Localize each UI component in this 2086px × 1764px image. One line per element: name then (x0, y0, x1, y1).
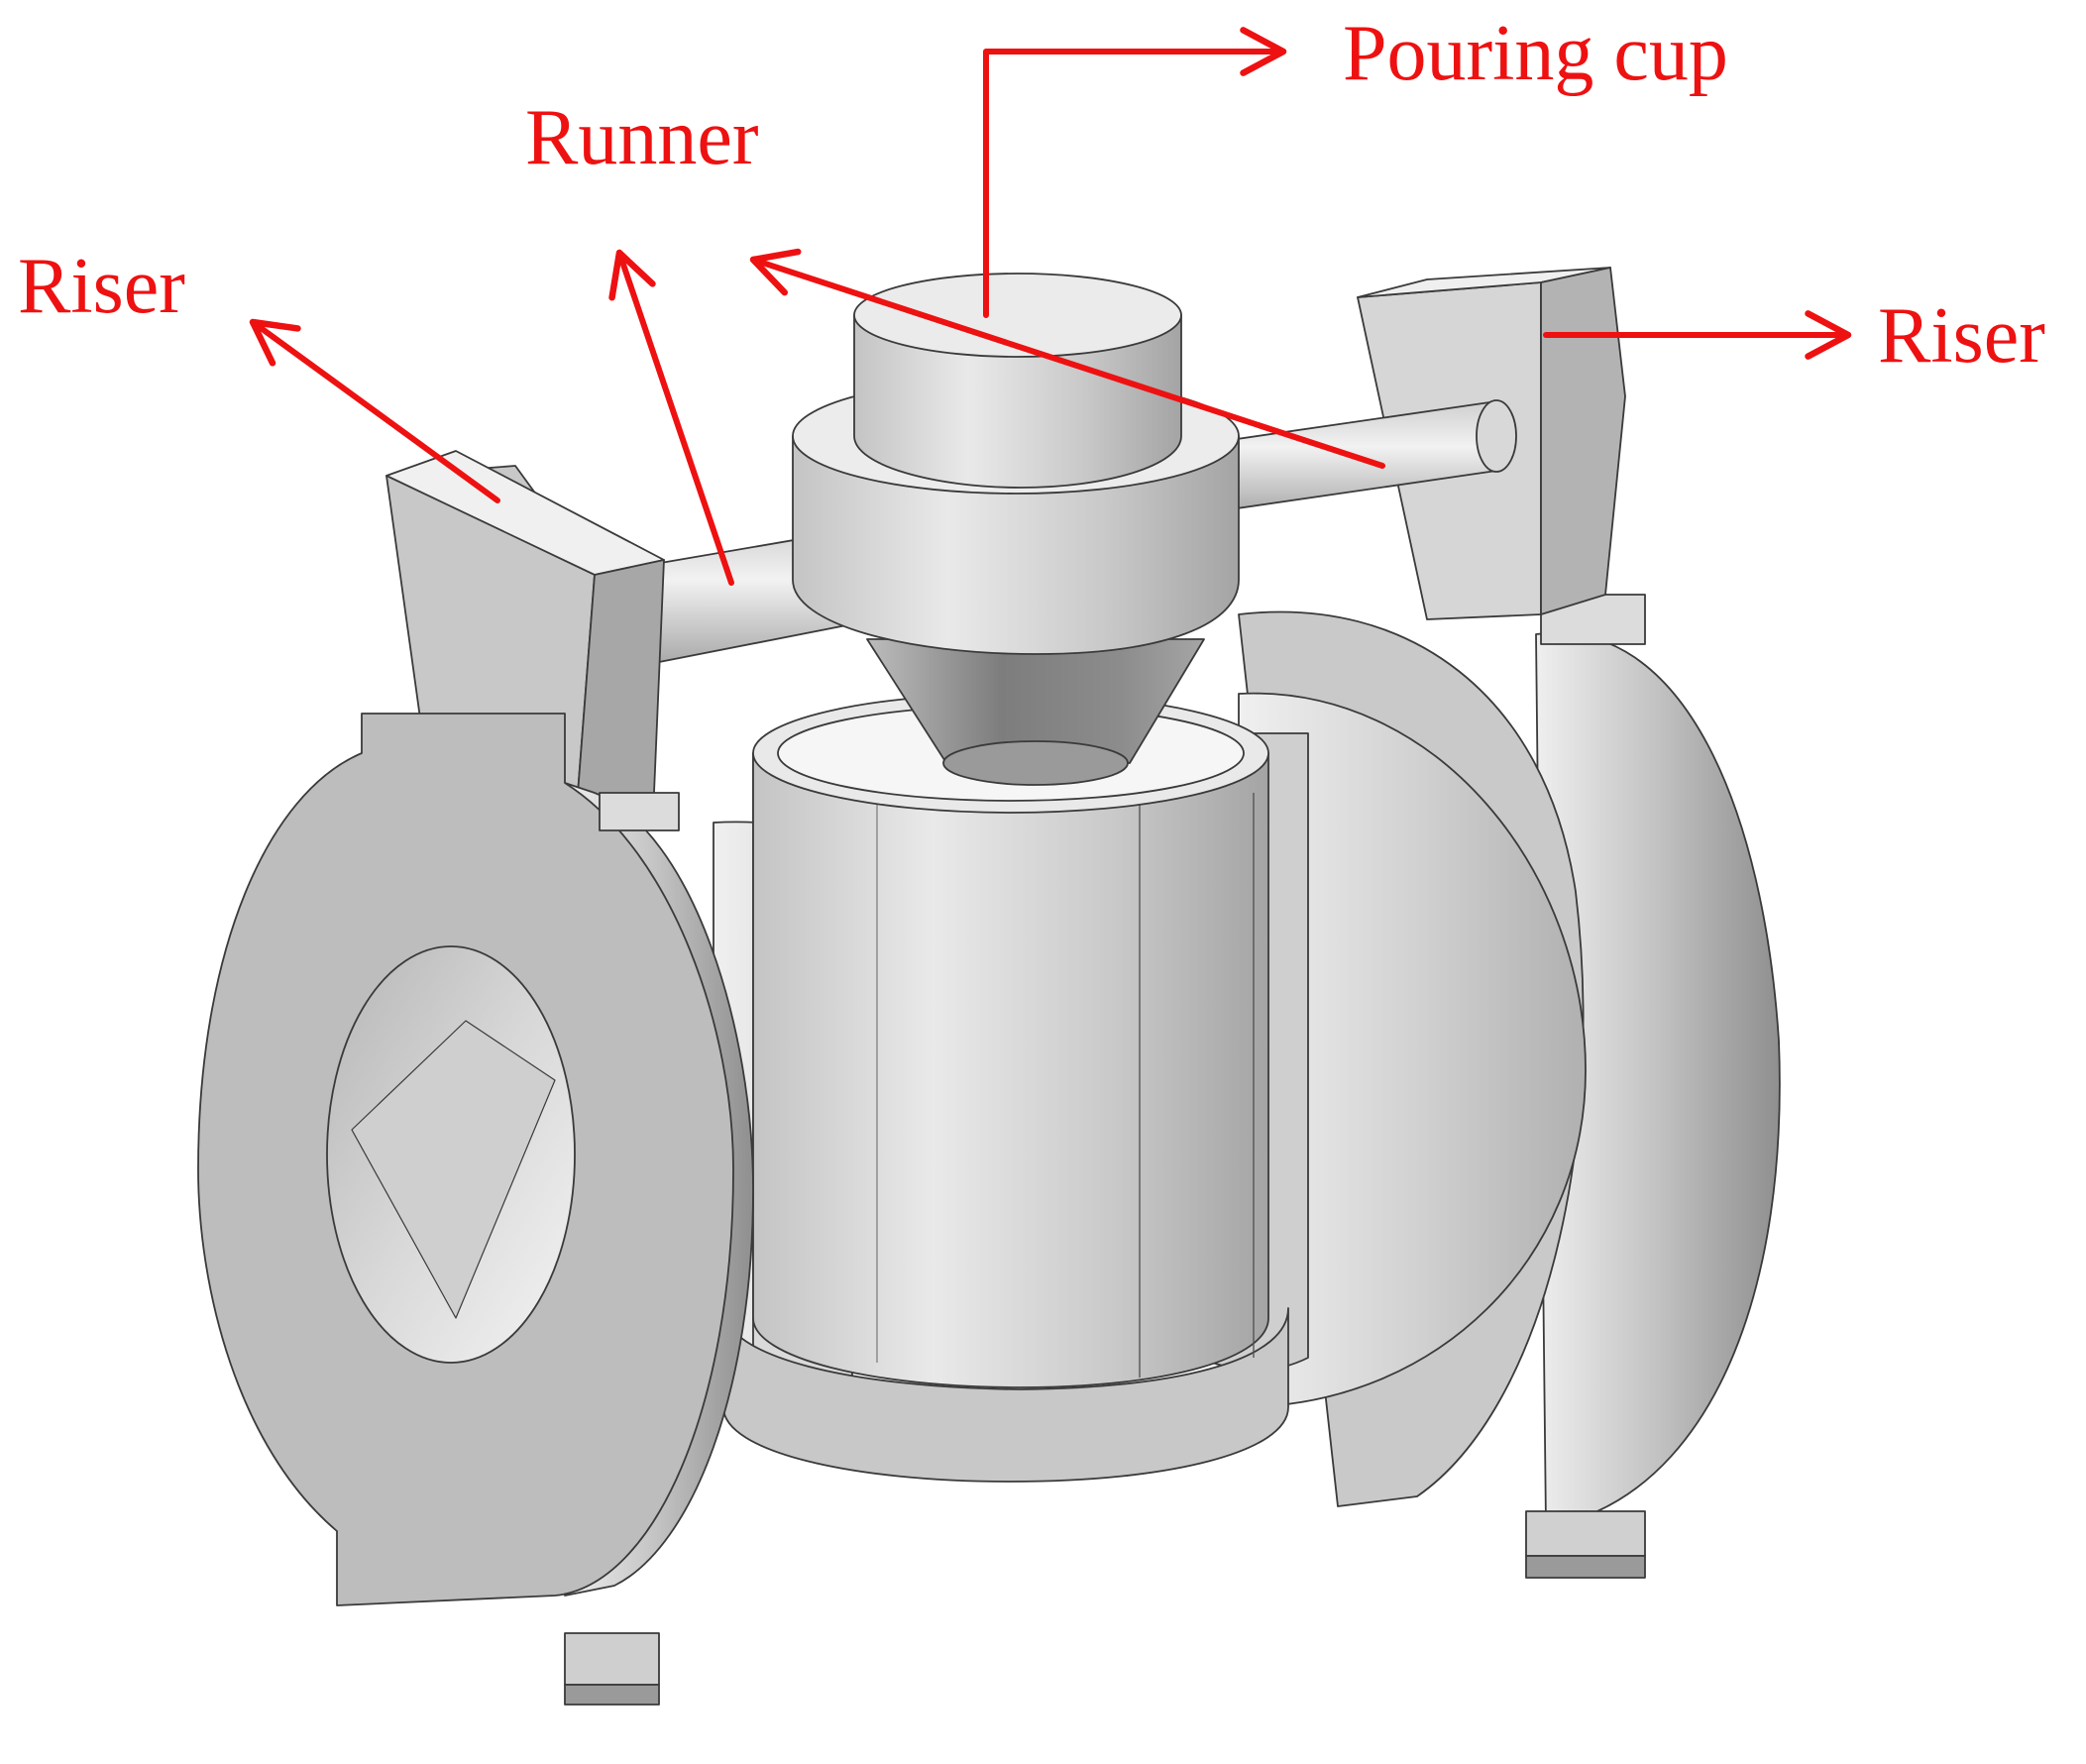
arrow-runner-right (749, 248, 1385, 469)
valve-casting-model (197, 267, 1781, 1706)
arrow-riser-left (249, 318, 500, 503)
labels: Pouring cup Runner Riser Riser (18, 10, 2045, 380)
valve-body (713, 692, 1587, 1483)
label-riser-left: Riser (18, 243, 185, 330)
runner-right (1188, 399, 1517, 516)
label-pouring-cup: Pouring cup (1343, 10, 1728, 97)
annotations (249, 27, 1852, 586)
label-runner: Runner (525, 94, 759, 181)
pouring-cup (792, 273, 1240, 786)
label-riser-right: Riser (1878, 292, 2045, 380)
left-flange (197, 713, 754, 1706)
arrow-runner-left (608, 249, 734, 586)
arrow-pouring-cup (983, 27, 1287, 318)
